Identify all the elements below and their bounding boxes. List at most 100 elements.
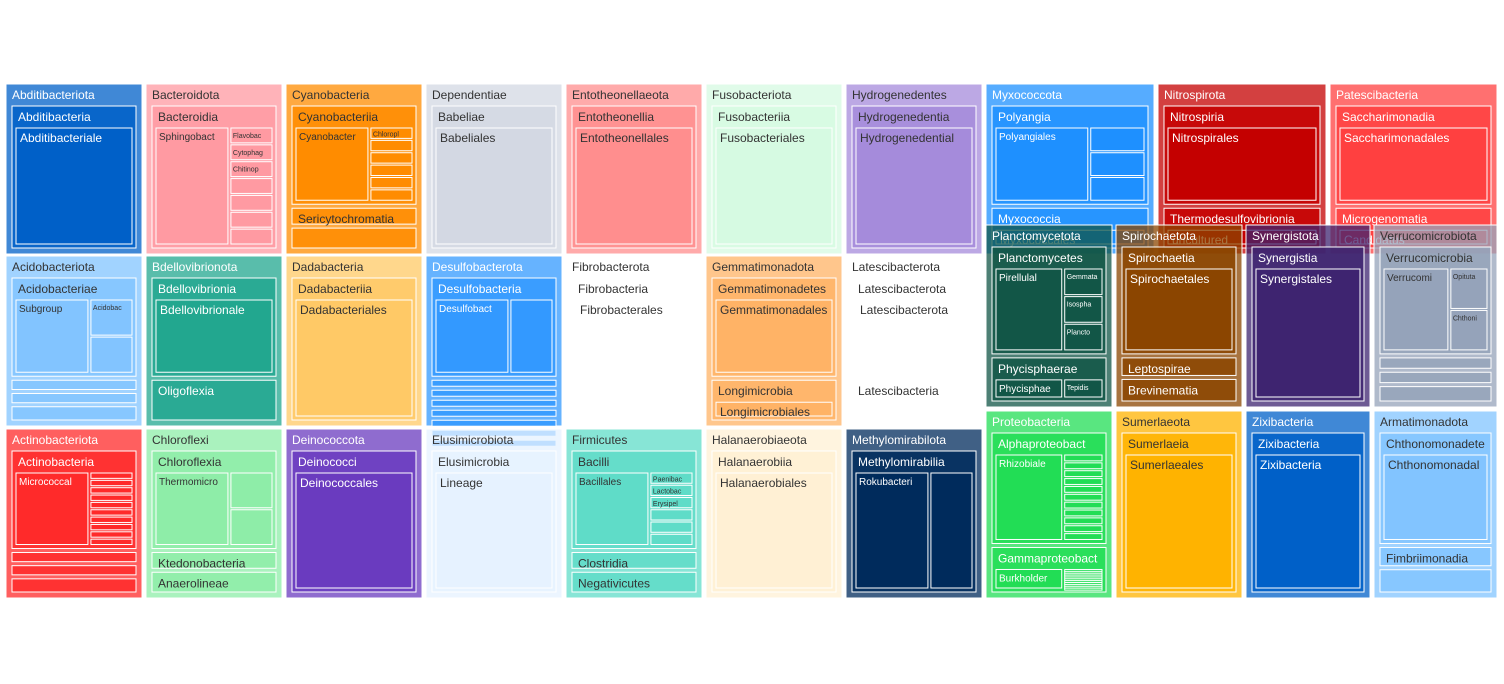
class-cell <box>11 565 137 576</box>
phylum-label: Zixibacteria <box>1252 415 1314 429</box>
class-cell <box>11 578 137 593</box>
class-cell <box>291 207 417 225</box>
order-cell <box>90 299 133 336</box>
order-cell <box>650 472 693 484</box>
order-cell <box>1064 462 1103 470</box>
class-cell <box>291 227 417 249</box>
order-label: Chthonomonadal <box>1388 458 1479 472</box>
order-cell <box>1255 268 1361 398</box>
class-label: Deinococci <box>298 455 357 469</box>
phylum-label: Gemmatimonadota <box>712 260 814 274</box>
phylum-label: Synergistota <box>1252 229 1319 243</box>
class-label: Bdellovibrionia <box>158 282 236 296</box>
class-label: Synergistia <box>1258 251 1318 265</box>
phylum-cell <box>845 255 983 427</box>
class-cell <box>851 379 977 421</box>
order-cell <box>370 127 413 139</box>
order-cell <box>995 268 1063 351</box>
order-cell <box>230 509 273 546</box>
order-label: Plancto <box>1067 329 1090 336</box>
order-cell <box>230 194 273 211</box>
order-cell <box>1064 525 1103 533</box>
class-cell <box>1379 371 1492 384</box>
phylum-label: Firmicutes <box>572 433 627 447</box>
class-label: Entotheonellia <box>578 110 654 124</box>
phylum-label: Abditibacteriota <box>12 88 95 102</box>
class-label: Cyanobacteriia <box>298 110 378 124</box>
order-cell <box>295 127 369 201</box>
order-cell <box>90 509 133 516</box>
order-cell <box>230 472 273 509</box>
order-label: Fibrobacterales <box>580 303 663 317</box>
class-label: Babeliae <box>438 110 485 124</box>
order-cell <box>155 299 273 373</box>
phylum-label: Chloroflexi <box>152 433 209 447</box>
order-cell <box>230 161 273 178</box>
order-cell <box>930 472 973 589</box>
phylum-label: Deinococcota <box>292 433 365 447</box>
class-label: Chthonomonadete <box>1386 437 1485 451</box>
order-label: Chthoni <box>1453 315 1478 322</box>
phylum-label: Spirochaetota <box>1122 229 1196 243</box>
order-cell <box>650 521 693 533</box>
order-cell <box>370 189 413 201</box>
phylum-label: Cyanobacteria <box>292 88 370 102</box>
order-label: Synergistales <box>1260 272 1332 286</box>
order-cell <box>995 127 1089 201</box>
order-cell <box>370 152 413 164</box>
order-cell <box>230 127 273 144</box>
phylum-label: Halanaerobiaeota <box>712 433 807 447</box>
order-cell <box>1064 517 1103 525</box>
order-cell <box>435 299 509 373</box>
order-cell <box>1167 127 1317 201</box>
order-label: Rhizobiale <box>999 459 1046 470</box>
class-label: Elusimicrobia <box>438 455 510 469</box>
phylum-label: Armatimonadota <box>1380 415 1468 429</box>
class-label: Bacteroidia <box>158 110 218 124</box>
class-label: Brevinematia <box>1128 383 1198 397</box>
order-cell <box>230 144 273 161</box>
class-cell <box>571 277 697 421</box>
class-label: Verrucomicrobia <box>1386 251 1473 265</box>
order-label: Gemmatimonadales <box>720 303 827 317</box>
order-cell <box>90 523 133 531</box>
order-label: Bdellovibrionale <box>160 303 245 317</box>
order-label: Desulfobact <box>439 304 492 315</box>
order-label: Opituta <box>1453 274 1476 281</box>
order-label: Latescibacterota <box>860 303 948 317</box>
order-label: Lineage <box>440 476 483 490</box>
class-label: Desulfobacteria <box>438 282 522 296</box>
class-cell <box>1121 378 1237 402</box>
order-cell <box>435 127 553 245</box>
order-cell <box>715 472 833 589</box>
order-cell <box>15 127 133 245</box>
order-cell <box>855 127 973 245</box>
phylum-label: Patescibacteria <box>1336 88 1418 102</box>
order-cell <box>1090 152 1145 176</box>
order-cell <box>370 176 413 189</box>
class-label: Acidobacteriae <box>18 282 98 296</box>
phylum-label: Dependentiae <box>432 88 507 102</box>
order-cell <box>90 531 133 538</box>
order-cell <box>1125 454 1233 589</box>
order-cell <box>1064 493 1103 501</box>
phylum-label: Dadabacteria <box>292 260 364 274</box>
order-cell <box>295 299 413 417</box>
class-cell <box>431 389 557 397</box>
class-label: Ktedonobacteria <box>158 557 246 571</box>
class-cell <box>431 399 557 407</box>
order-cell <box>1064 296 1103 323</box>
class-cell <box>851 277 977 377</box>
order-label: Polyangiales <box>999 132 1056 143</box>
order-cell <box>1064 478 1103 485</box>
order-cell <box>1090 176 1145 201</box>
class-label: Zixibacteria <box>1258 437 1320 451</box>
class-label: Planctomycetes <box>998 251 1083 265</box>
order-cell <box>435 472 553 589</box>
phylum-label: Entotheonellaeota <box>572 88 669 102</box>
order-label: Rokubacteri <box>859 477 912 488</box>
order-cell <box>1064 501 1103 509</box>
order-label: Nitrospirales <box>1172 131 1239 145</box>
class-label: Microgenomatia <box>1342 212 1428 226</box>
